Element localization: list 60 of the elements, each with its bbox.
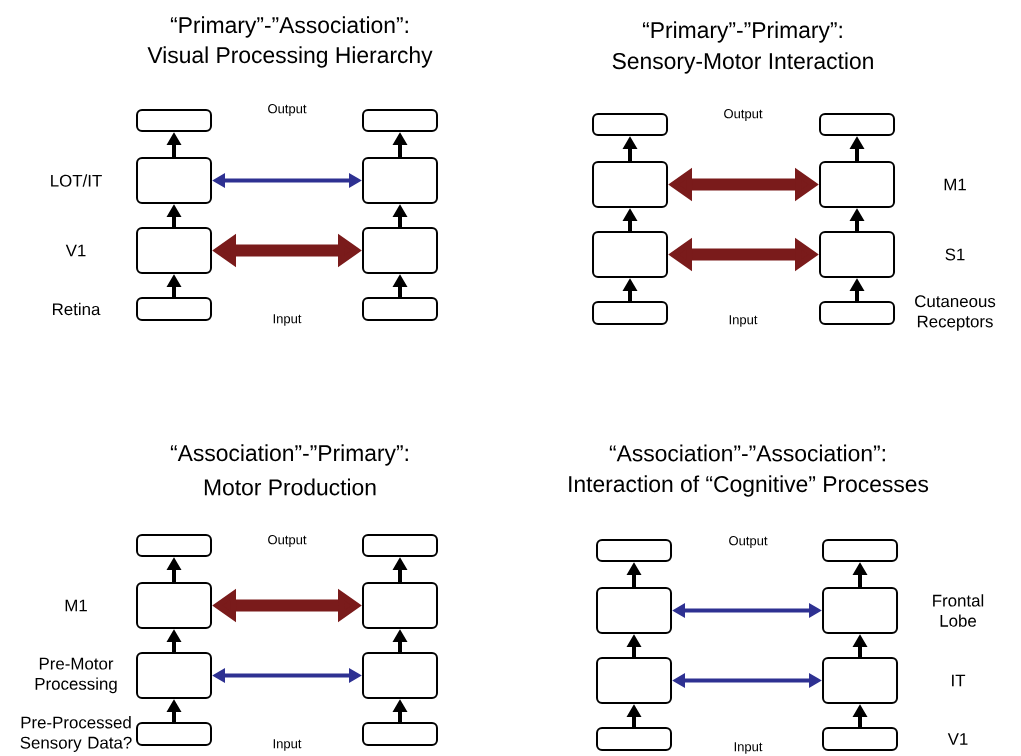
io-label: Output [268, 535, 307, 547]
side-label: LOT/IT [51, 174, 102, 187]
io-label: Input [734, 742, 763, 754]
process-box [592, 113, 668, 136]
side-label: V1 [65, 244, 86, 257]
io-label: Input [273, 314, 302, 326]
process-box [362, 652, 438, 699]
process-box [822, 587, 898, 634]
side-label: Frontal Lobe [933, 594, 984, 627]
process-box [592, 161, 668, 208]
io-label: Output [729, 536, 768, 548]
side-label: Cutaneous Receptors [915, 295, 996, 331]
process-box [596, 587, 672, 634]
process-box [136, 582, 212, 629]
process-box [822, 657, 898, 704]
process-box [596, 539, 672, 562]
panel-title: “Primary”-”Primary”: [642, 21, 842, 43]
io-label: Input [729, 315, 758, 327]
process-box [822, 727, 898, 751]
process-box [819, 231, 895, 278]
process-box [819, 113, 895, 136]
process-box [819, 161, 895, 208]
panel-title: Sensory-Motor Interaction [612, 52, 873, 74]
side-label: S1 [945, 248, 965, 261]
side-label: Pre-Processed Sensory Data? [20, 716, 132, 752]
process-box [136, 534, 212, 557]
process-box [592, 231, 668, 278]
side-label: Pre-Motor Processing [35, 657, 117, 694]
process-box [136, 297, 212, 321]
process-box [136, 722, 212, 746]
process-box [136, 157, 212, 204]
panel-title: Motor Production [204, 478, 376, 496]
io-label: Output [268, 104, 307, 116]
process-box [596, 657, 672, 704]
process-box [362, 109, 438, 132]
process-box [596, 727, 672, 751]
process-box [136, 109, 212, 132]
process-box [136, 652, 212, 699]
process-box [362, 722, 438, 746]
side-label: M1 [65, 599, 87, 612]
panel-title: Visual Processing Hierarchy [147, 46, 433, 68]
side-label: V1 [947, 733, 968, 745]
io-label: Input [273, 739, 302, 751]
process-box [362, 227, 438, 274]
process-box [362, 582, 438, 629]
process-box [822, 539, 898, 562]
panel-title: “Association”-”Association”: [609, 444, 885, 462]
side-label: IT [952, 674, 966, 687]
process-box [136, 227, 212, 274]
process-box [362, 297, 438, 321]
process-box [819, 301, 895, 325]
process-box [592, 301, 668, 325]
panel-title: “Primary”-”Association”: [170, 16, 408, 38]
side-label: Retina [53, 302, 101, 316]
process-box [362, 534, 438, 557]
io-label: Output [724, 109, 763, 121]
panel-title: “Association”-”Primary”: [170, 444, 408, 466]
process-box [362, 157, 438, 204]
panel-title: Interaction of “Cognitive” Processes [569, 475, 929, 497]
side-label: M1 [944, 178, 966, 191]
